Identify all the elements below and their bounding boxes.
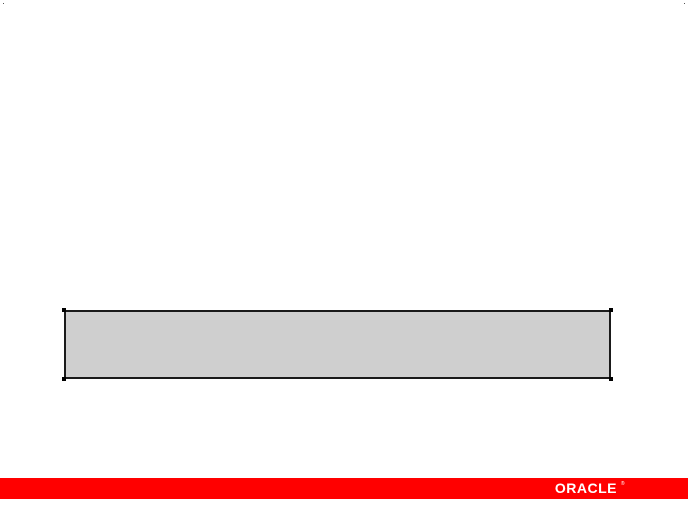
registered-mark: ® [620, 481, 625, 487]
footer-bar: ORACLE ® [0, 478, 688, 499]
resize-handle-top-left[interactable] [62, 308, 66, 312]
resize-handle-bottom-right[interactable] [609, 377, 613, 381]
resize-handle-top-right[interactable] [609, 308, 613, 312]
resize-handle-bottom-left[interactable] [62, 377, 66, 381]
corner-mark-right [684, 3, 685, 4]
corner-mark-left [3, 3, 4, 4]
title-placeholder-box[interactable] [64, 310, 611, 379]
oracle-logo: ORACLE ® [554, 480, 625, 496]
oracle-logo-text: ORACLE [554, 480, 617, 496]
